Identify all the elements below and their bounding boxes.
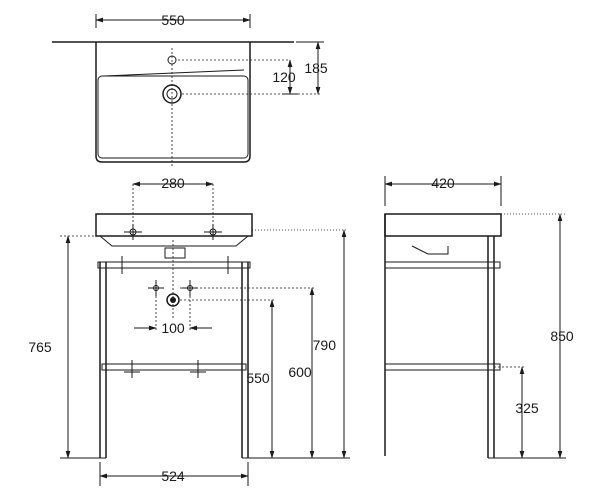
dim-label-frame-width: 524 (161, 468, 185, 484)
waste-pipe-left-icon (148, 280, 164, 296)
basin-side (384, 213, 502, 237)
towel-rail-side (384, 261, 501, 269)
tap-hole-left-icon (124, 224, 142, 240)
dim-label-waste-pipes: 100 (161, 320, 185, 336)
shelf-front (101, 363, 247, 371)
dim-label-tap-depth: 120 (272, 69, 296, 85)
basin-outline-top (95, 42, 251, 163)
dim-label-tap-holes: 280 (161, 175, 185, 191)
dim-label-rim-height: 765 (28, 339, 52, 355)
dim-label-waste-depth: 185 (304, 60, 328, 76)
dim-label-width: 550 (161, 12, 185, 28)
dim-label-overall-height-front: 790 (313, 337, 337, 353)
basin-rim-line (103, 69, 245, 77)
dim-label-shelf-height: 325 (515, 400, 539, 416)
dim-label-pipe-height: 550 (246, 370, 270, 386)
basin-bowl-front (99, 235, 249, 247)
side-view (384, 176, 566, 459)
waste-trap-front (164, 247, 186, 259)
basin-front (95, 213, 253, 237)
dim-label-depth: 420 (431, 175, 455, 191)
shelf-side (384, 363, 501, 371)
towel-rail-top (97, 261, 251, 269)
dim-label-waste-height: 600 (288, 364, 312, 380)
top-view (52, 14, 324, 166)
tap-hole-right-icon (204, 224, 222, 240)
basin-bowl-top (97, 75, 249, 159)
dim-label-overall-height-side: 850 (550, 328, 574, 344)
basin-bowl-side (411, 245, 449, 255)
front-view (60, 181, 350, 486)
